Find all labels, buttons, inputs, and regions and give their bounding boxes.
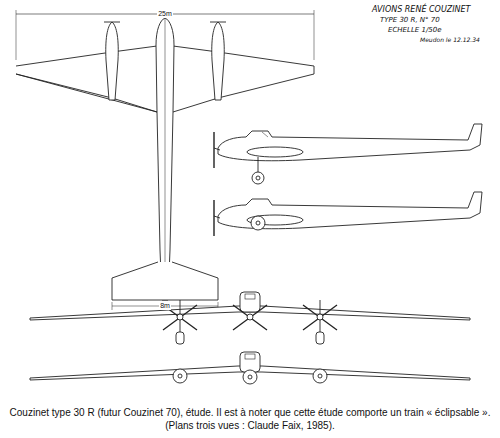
title-block-text: AVIONS RENÉ COUZINET <box>372 6 471 15</box>
title-block-text: ECHELLE 1/50e <box>388 27 441 35</box>
aircraft-three-view <box>0 0 500 406</box>
title-block-text: Meudon le 12.12.34 <box>420 37 480 44</box>
dimension-label: 25m <box>157 10 173 18</box>
caption: Couzinet type 30 R (futur Couzinet 70), … <box>0 406 500 432</box>
title-block-text: TYPE 30 R, N° 70 <box>380 17 440 25</box>
dimension-label: 8m <box>159 302 171 310</box>
